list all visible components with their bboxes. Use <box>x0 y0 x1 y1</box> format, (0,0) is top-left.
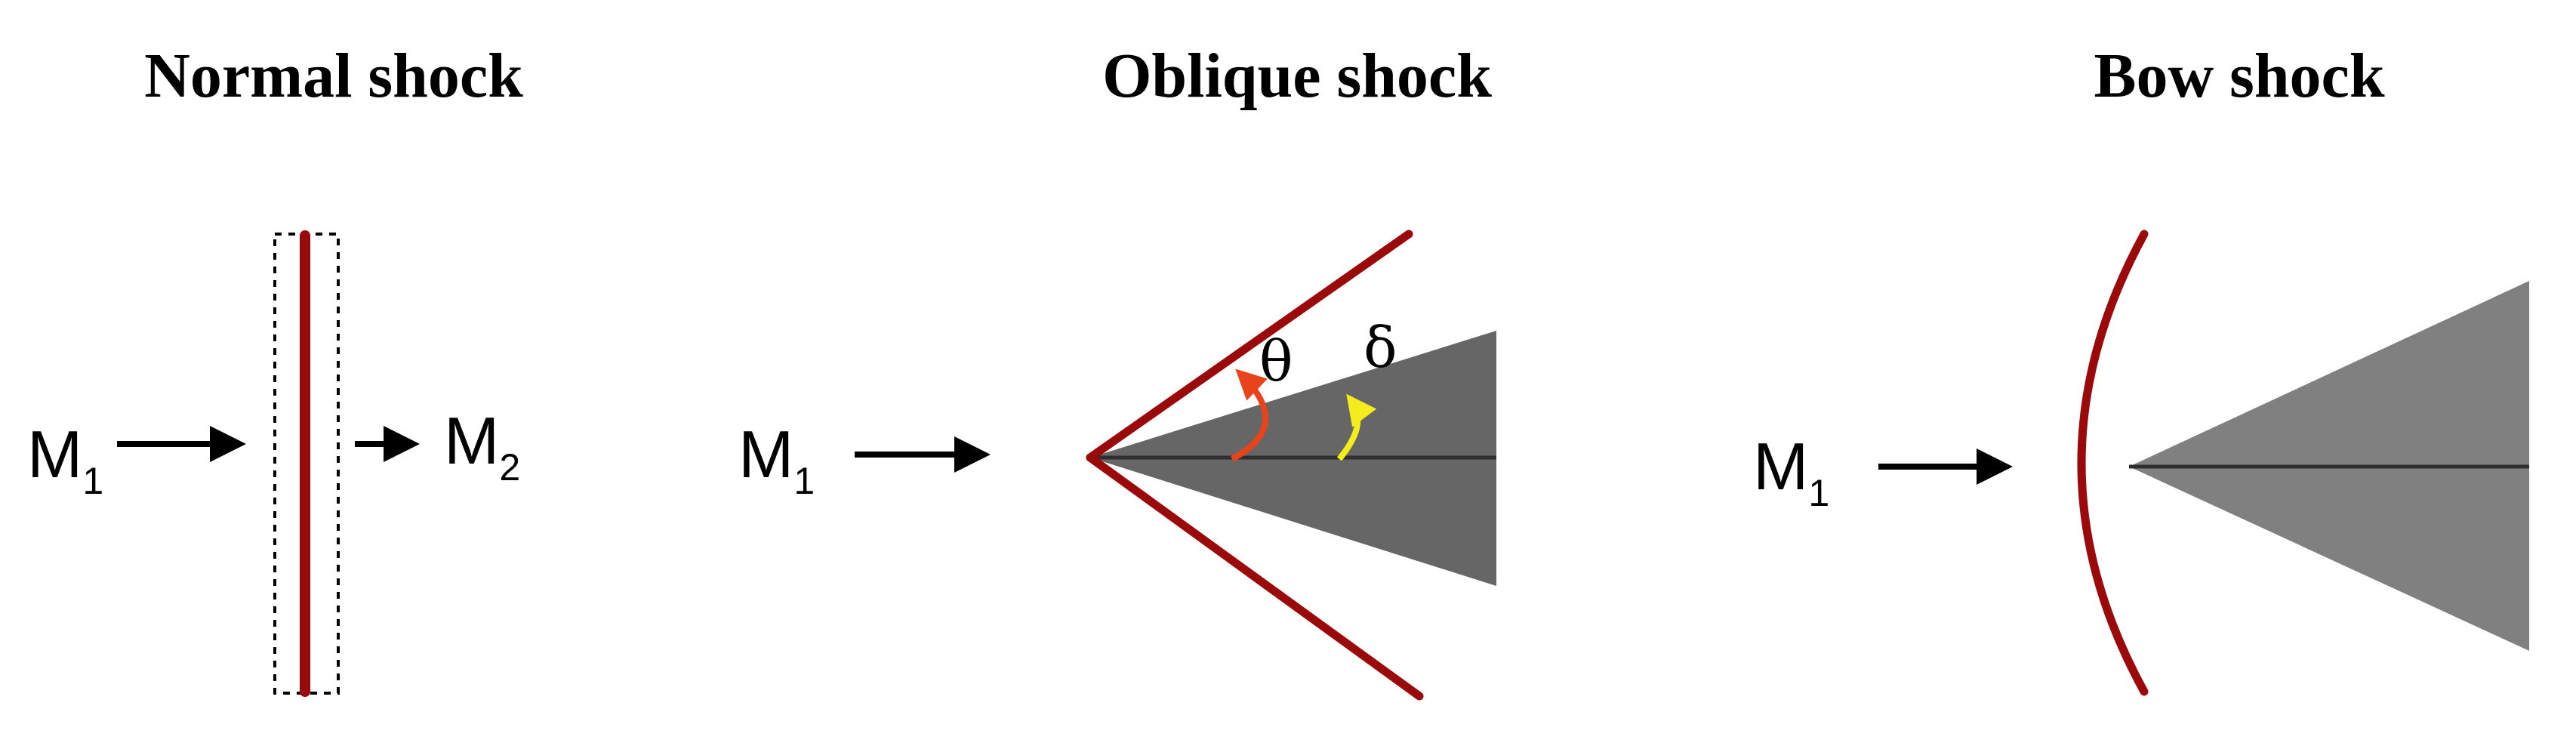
normal-downstream-mach-symbol: M <box>444 403 499 478</box>
panel-normal-shock: Normal shock M1 M2 <box>27 41 523 697</box>
shock-angle-symbol: θ <box>1259 329 1293 394</box>
bow-upstream-mach-subscript: 1 <box>1808 472 1829 514</box>
normal-downstream-mach-subscript: 2 <box>499 446 520 489</box>
oblique-upstream-mach-subscript: 1 <box>793 460 815 502</box>
panel-bow-shock: Bow shock M1 <box>1753 41 2529 696</box>
oblique-shock-wave-upper <box>1086 230 1413 462</box>
normal-downstream-mach-label: M2 <box>444 403 520 489</box>
bow-upstream-mach-symbol: M <box>1753 429 1808 504</box>
bow-shock-wave <box>2077 230 2149 696</box>
normal-upstream-mach-symbol: M <box>27 417 82 492</box>
shock-angle-arrow <box>1231 368 1269 462</box>
panel-oblique-shock: Oblique shock M1 θ δ <box>738 41 1496 701</box>
oblique-upstream-mach-label: M1 <box>738 417 815 502</box>
bow-upstream-mach-label: M1 <box>1753 429 1829 514</box>
oblique-shock-wave-lower <box>1086 453 1424 701</box>
deflection-angle-arrow <box>1336 393 1377 461</box>
normal-upstream-mach-subscript: 1 <box>82 460 103 502</box>
normal-upstream-mach-label: M1 <box>27 417 103 502</box>
oblique-upstream-mach-symbol: M <box>738 417 793 492</box>
oblique-shock-title: Oblique shock <box>1102 41 1492 111</box>
bow-shock-title: Bow shock <box>2094 41 2384 111</box>
deflection-angle-symbol: δ <box>1363 316 1397 381</box>
normal-shock-title: Normal shock <box>144 41 523 111</box>
